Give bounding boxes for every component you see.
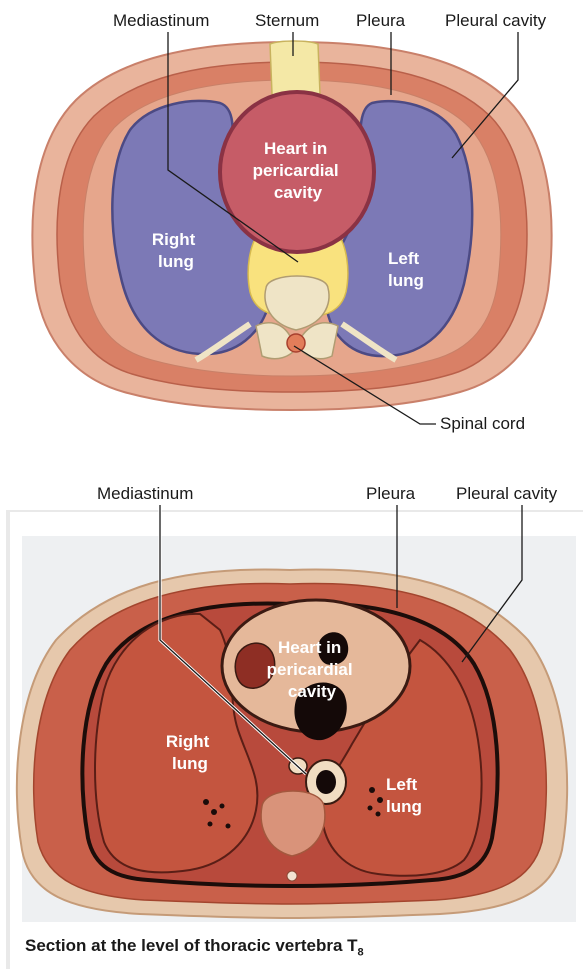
caption-subscript: 8 (358, 946, 364, 958)
vessel-dot (369, 787, 375, 793)
photo-section: Mediastinum Pleura Pleural cavity Heart … (6, 484, 583, 969)
vessel-dot (211, 809, 217, 815)
photo-spinal-canal (287, 871, 297, 881)
figure-caption: Section at the level of thoracic vertebr… (25, 936, 364, 958)
vessel-dot (226, 824, 231, 829)
caption-text: Section at the level of thoracic vertebr… (25, 936, 358, 955)
vessel-dot (376, 812, 381, 817)
label-mediastinum-top: Mediastinum (113, 11, 209, 30)
label-mediastinum-bottom: Mediastinum (97, 484, 193, 503)
label-spinal-cord: Spinal cord (440, 414, 525, 433)
vessel-dot (220, 804, 225, 809)
illustration: Mediastinum Sternum Pleura Pleural cavit… (32, 11, 551, 433)
label-pleura-bottom: Pleura (366, 484, 416, 503)
vessel-dot (208, 822, 213, 827)
label-sternum: Sternum (255, 11, 319, 30)
vessel-dot (203, 799, 209, 805)
label-pleural-cavity-top: Pleural cavity (445, 11, 547, 30)
photo-aorta-lumen (316, 770, 336, 794)
vessel-dot (368, 806, 373, 811)
label-pleura-top: Pleura (356, 11, 406, 30)
spinal-cord-shape (287, 334, 305, 352)
vessel-dot (377, 797, 383, 803)
label-pleural-cavity-bottom: Pleural cavity (456, 484, 558, 503)
